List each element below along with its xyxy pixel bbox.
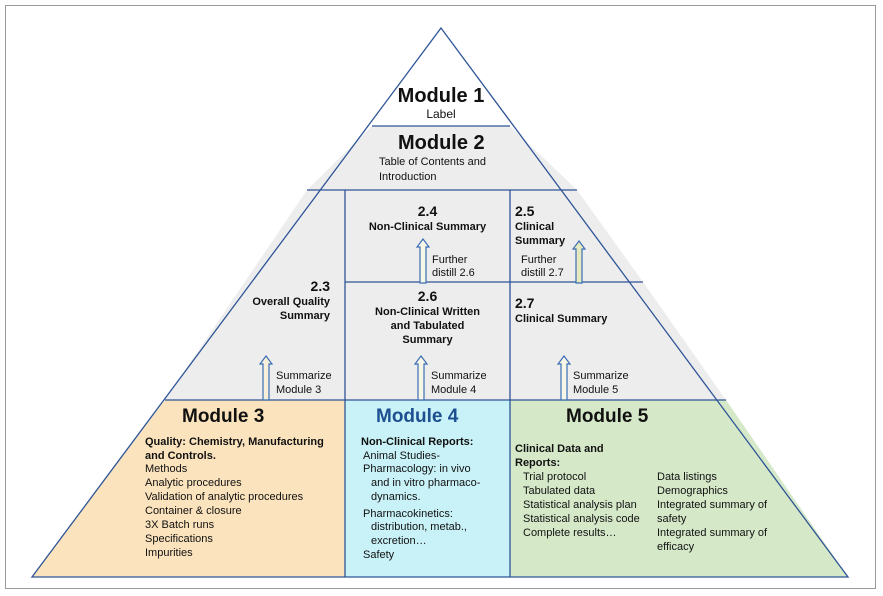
- section-2-4-title: Non-Clinical Summary: [368, 221, 487, 233]
- module5-region: [510, 400, 848, 577]
- section-2-6-arrow-line2: Module 4: [431, 384, 477, 396]
- module3-region: [32, 400, 345, 577]
- module4-text-line: distribution, metab.,: [371, 521, 467, 533]
- module3-list-item: Analytic procedures: [145, 477, 242, 489]
- module4-title: Module 4: [376, 406, 459, 427]
- section-2-3-number: 2.3: [310, 278, 330, 294]
- section-2-7-title: Clinical Summary: [515, 313, 608, 325]
- section-2-7-arrow-line2: Module 5: [573, 384, 619, 396]
- module2-title: Module 2: [398, 132, 485, 154]
- module5-list-item: Statistical analysis code: [523, 513, 640, 525]
- section-2-5-arrow-line1: Further: [521, 254, 557, 266]
- module3-list-item: Methods: [145, 463, 188, 475]
- section-2-7-number: 2.7: [515, 295, 535, 311]
- arrow-up-icon: [572, 240, 586, 284]
- module5-heading-line1: Clinical Data and: [515, 443, 604, 455]
- section-2-4-arrow-line1: Further: [432, 254, 468, 266]
- section-2-6-title-line3: Summary: [402, 334, 453, 346]
- module4-text-line: excretion…: [371, 535, 427, 547]
- section-2-3-title-line2: Summary: [279, 310, 330, 322]
- module4-heading: Non-Clinical Reports:: [361, 436, 474, 448]
- module5-list-item: Trial protocol: [523, 471, 587, 483]
- section-2-3-region: [165, 190, 345, 400]
- module5-right-line: efficacy: [657, 541, 695, 553]
- arrow-up-icon: [416, 238, 430, 284]
- module5-title: Module 5: [566, 406, 649, 427]
- module4-text-line: Animal Studies-: [363, 450, 441, 462]
- module5-right-line: Demographics: [657, 485, 728, 497]
- module5-list-item: Complete results…: [523, 527, 617, 539]
- section-2-4-region: [345, 190, 510, 282]
- arrow-up-icon: [414, 355, 428, 401]
- module4-text-line: Pharmacokinetics:: [363, 508, 453, 520]
- arrow-up-icon: [259, 355, 273, 401]
- module1-subtitle: Label: [426, 107, 456, 121]
- module3-list-item: Container & closure: [145, 505, 242, 517]
- module2-region: [307, 126, 577, 190]
- module2-desc-line2: Introduction: [379, 171, 437, 183]
- section-2-5-region: [510, 190, 643, 282]
- module1-title: Module 1: [397, 85, 485, 107]
- module5-right-line: Integrated summary of: [657, 527, 768, 539]
- section-2-3-arrow-line1: Summarize: [276, 370, 332, 382]
- module3-list-item: Validation of analytic procedures: [145, 491, 304, 503]
- module3-heading-line1: Quality: Chemistry, Manufacturing: [145, 436, 324, 448]
- module5-right-line: Data listings: [657, 471, 717, 483]
- section-2-7-arrow-line1: Summarize: [573, 370, 629, 382]
- module5-heading-line2: Reports:: [515, 457, 561, 469]
- arrow-up-icon: [557, 355, 571, 401]
- module5-right-line: Integrated summary of: [657, 499, 768, 511]
- module3-list-item: Impurities: [145, 547, 193, 559]
- module3-list-item: Specifications: [145, 533, 213, 545]
- section-2-5-number: 2.5: [515, 203, 535, 219]
- section-2-5-title-line2: Summary: [515, 235, 566, 247]
- module4-text-line: Pharmacology: in vivo: [363, 463, 471, 475]
- section-2-4-number: 2.4: [417, 203, 438, 219]
- section-2-3-title-line1: Overall Quality: [252, 296, 330, 308]
- module5-list-item: Statistical analysis plan: [523, 499, 637, 511]
- module5-right-line: safety: [657, 513, 687, 525]
- module3-title: Module 3: [182, 406, 265, 427]
- section-2-6-title-line1: Non-Clinical Written: [375, 306, 480, 318]
- section-2-6-number: 2.6: [417, 288, 438, 304]
- module4-text-line: Safety: [363, 549, 395, 561]
- diagram-frame: [5, 5, 876, 589]
- module5-list-item: Tabulated data: [523, 485, 596, 497]
- section-2-5-title-line1: Clinical: [515, 221, 555, 233]
- module2-desc-line1: Table of Contents and: [379, 156, 487, 168]
- section-2-6-title-line2: and Tabulated: [390, 320, 465, 332]
- section-2-6-arrow-line1: Summarize: [431, 370, 487, 382]
- section-2-5-arrow-line2: distill 2.7: [521, 267, 564, 279]
- module4-text-line: dynamics.: [371, 491, 421, 503]
- module3-list-item: 3X Batch runs: [145, 519, 215, 531]
- section-2-6-region: [345, 282, 510, 400]
- section-2-3-arrow-line2: Module 3: [276, 384, 322, 396]
- pyramid-outline: [30, 26, 850, 578]
- module4-region: [345, 400, 510, 577]
- section-2-4-arrow-line2: distill 2.6: [432, 267, 475, 279]
- module1-region: [372, 28, 510, 126]
- module3-heading-line2: and Controls.: [145, 450, 216, 462]
- module4-text-line: and in vitro pharmaco-: [371, 477, 481, 489]
